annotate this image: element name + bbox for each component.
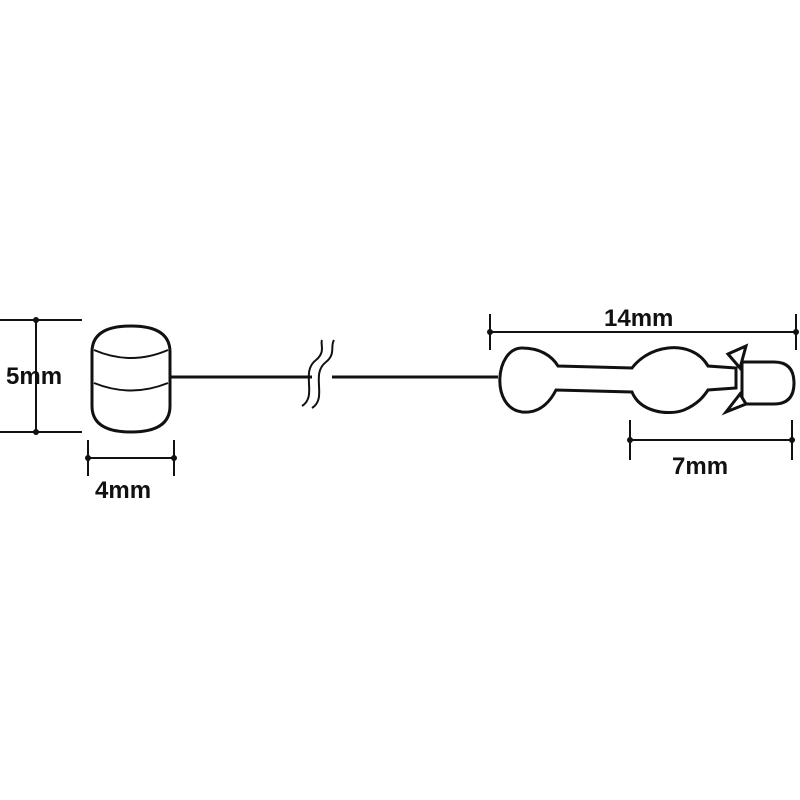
dimension-head-width: 4mm xyxy=(85,440,177,504)
dimension-head-height: 5mm xyxy=(0,317,82,435)
dimension-label-head-height: 5mm xyxy=(6,363,62,390)
dimension-tip-total-length: 14mm xyxy=(487,305,799,350)
dimension-tip-end-length: 7mm xyxy=(627,420,795,480)
wire-break-symbol xyxy=(301,339,335,409)
bead-tip xyxy=(498,343,796,416)
dimension-label-tip-total-length: 14mm xyxy=(604,305,673,332)
cylinder-head xyxy=(90,324,172,434)
dimension-label-head-width: 4mm xyxy=(95,477,151,504)
dimension-label-tip-end-length: 7mm xyxy=(672,453,728,480)
